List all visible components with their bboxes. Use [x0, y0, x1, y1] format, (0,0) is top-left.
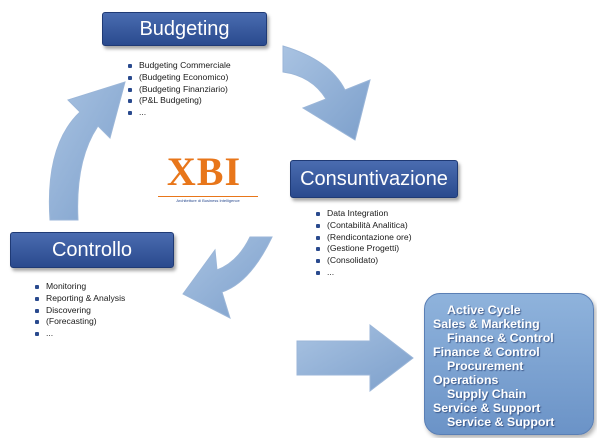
list-item: (P&L Budgeting) [127, 95, 231, 107]
budgeting-title: Budgeting [139, 18, 230, 40]
list-item: Budgeting Commerciale [127, 60, 231, 72]
controllo-title: Controllo [51, 239, 133, 261]
xbi-logo: XBI Architetture di Business Intelligenc… [148, 150, 260, 208]
list-item: (Forecasting) [34, 316, 125, 328]
list-item: Reporting & Analysis [34, 293, 125, 305]
list-item: ... [34, 328, 125, 340]
list-item: (Rendicontazione ore) [315, 232, 412, 244]
panel-line: Service & Support [433, 401, 541, 415]
panel-line: Procurement [447, 359, 524, 373]
panel-line: Sales & Marketing [433, 317, 540, 331]
list-item: (Contabilità Analitica) [315, 220, 412, 232]
panel-line: Active Cycle [447, 303, 521, 317]
list-item: Monitoring [34, 281, 125, 293]
panel-line: Finance & Control [447, 331, 554, 345]
list-item: Data Integration [315, 208, 412, 220]
logo-caption: Architetture di Business Intelligence [158, 196, 258, 205]
panel-line: Operations [433, 373, 499, 387]
list-item: Discovering [34, 305, 125, 317]
budgeting-box: Budgeting [102, 12, 267, 46]
list-item: (Budgeting Finanziario) [127, 84, 231, 96]
process-panel: Active Cycle Sales & Marketing Finance &… [424, 293, 594, 435]
consuntivazione-list: Data Integration (Contabilità Analitica)… [315, 208, 412, 279]
list-item: (Gestione Progetti) [315, 243, 412, 255]
list-item: (Budgeting Economico) [127, 72, 231, 84]
arrow-consuntivazione-to-controllo [182, 236, 273, 319]
panel-line: Supply Chain [447, 387, 527, 401]
panel-line: Finance & Control [433, 345, 540, 359]
controllo-list: Monitoring Reporting & Analysis Discover… [34, 281, 125, 340]
list-item: (Consolidato) [315, 255, 412, 267]
logo-wordmark: XBI [166, 149, 242, 194]
list-item: ... [315, 267, 412, 279]
list-item: ... [127, 107, 231, 119]
controllo-box: Controllo [10, 232, 174, 268]
consuntivazione-box: Consuntivazione [290, 160, 458, 198]
arrow-controllo-to-budgeting [48, 81, 126, 221]
budgeting-list: Budgeting Commerciale (Budgeting Economi… [127, 60, 231, 119]
panel-line: Service & Support [447, 415, 555, 429]
arrow-budgeting-to-consuntivazione [282, 45, 371, 141]
consuntivazione-title: Consuntivazione [300, 168, 448, 190]
arrow-to-process-panel [296, 323, 414, 393]
